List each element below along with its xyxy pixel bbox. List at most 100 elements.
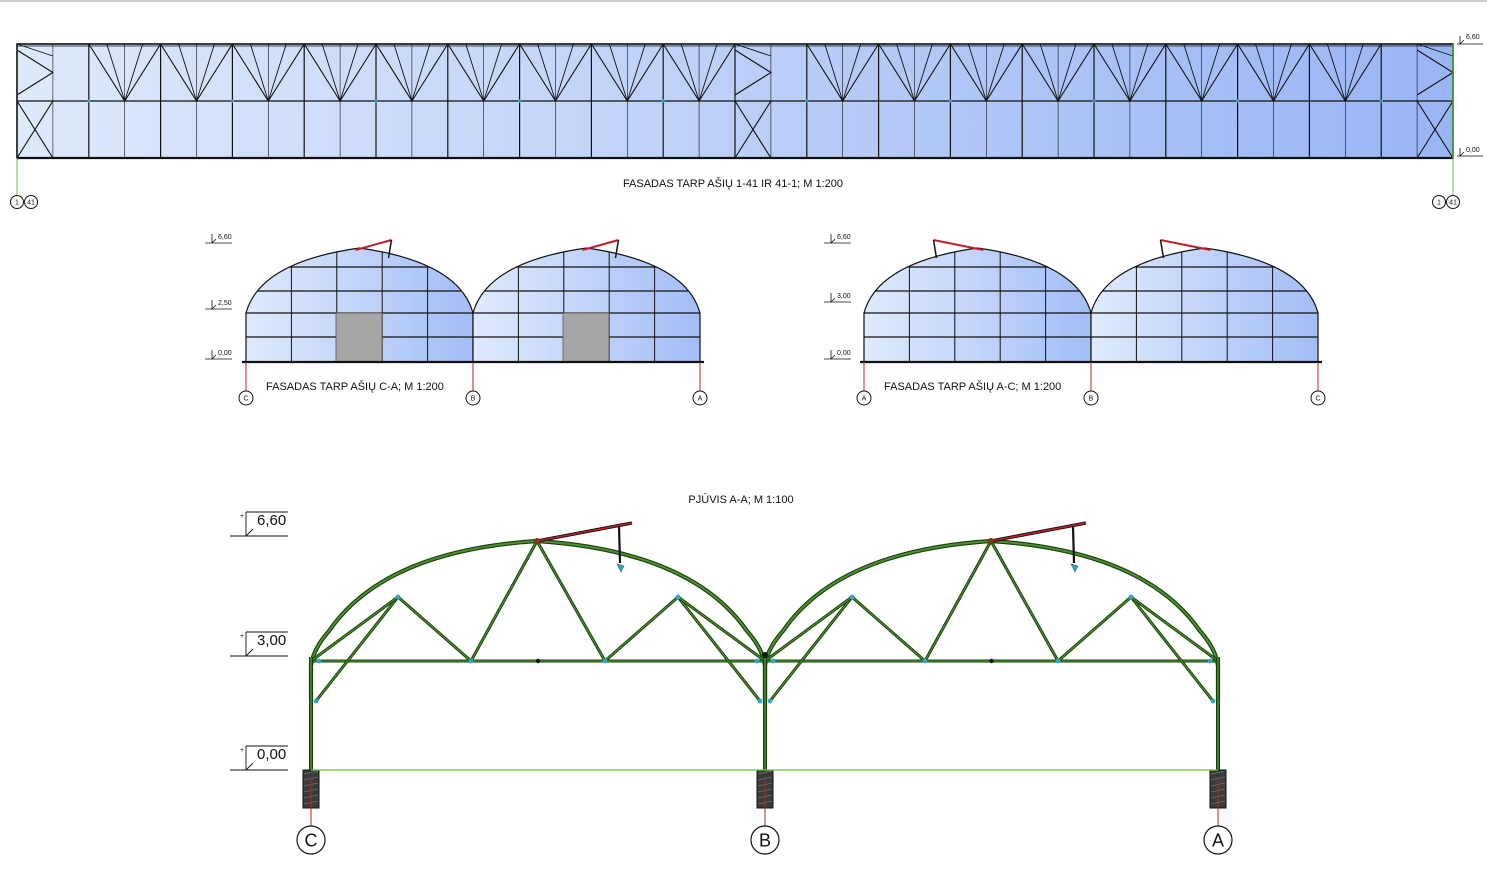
top-facade-truss [626, 43, 646, 102]
section-node [1128, 594, 1134, 600]
top-facade-truss [967, 43, 987, 102]
section-truss-web-inner [536, 540, 606, 662]
section-foundation-hatch [757, 776, 773, 781]
top-facade-truss [1183, 43, 1203, 102]
axis-marker-c [1310, 390, 1326, 406]
section-node [395, 594, 401, 600]
svg-text:3,00: 3,00 [257, 632, 286, 649]
end-facade-bay-glass [864, 248, 1091, 362]
section-vent-arm [617, 525, 622, 564]
svg-text:0,00: 0,00 [257, 746, 286, 763]
top-facade-truss [1201, 43, 1221, 102]
top-facade-node [1236, 99, 1240, 103]
roof-vent [355, 239, 392, 251]
section-level-marks: + 6,60 + 3,00 + 0,00 [230, 511, 288, 771]
top-facade-truss [896, 43, 915, 102]
section-vent-motor [1070, 563, 1079, 573]
top-facade-truss [555, 43, 574, 102]
svg-text:6,60: 6,60 [218, 234, 232, 241]
svg-text:2,50: 2,50 [218, 300, 232, 307]
section-node [1210, 698, 1216, 704]
svg-text:A: A [862, 396, 867, 403]
svg-text:41: 41 [1449, 200, 1457, 207]
section-node [757, 698, 763, 704]
top-facade-truss [1255, 43, 1274, 102]
axis-marker-b [465, 390, 481, 406]
section-truss-web-inner [990, 540, 1059, 662]
svg-text:6,60: 6,60 [1466, 34, 1480, 41]
top-facade-truss [411, 43, 431, 102]
top-facade-truss [178, 43, 197, 102]
section-truss-web-inner [677, 596, 766, 662]
section-foundation-hatch [757, 770, 773, 775]
svg-text:1: 1 [1437, 200, 1441, 207]
section-node [535, 658, 541, 664]
top-facade-node [374, 99, 378, 103]
section-foundation-hatch [1210, 776, 1226, 781]
top-facade-node [1379, 99, 1383, 103]
cross-section-a-a [302, 521, 1227, 826]
section-node [316, 658, 322, 664]
section-truss-web-inner [310, 596, 399, 662]
top-facade-truss [483, 43, 503, 102]
roof-vent [933, 239, 984, 251]
section-truss-web-inner [764, 596, 853, 662]
section-apex-joint [534, 538, 540, 544]
section-node [767, 698, 773, 704]
top-facade-truss [1129, 43, 1149, 102]
top-facade-node [87, 99, 91, 103]
section-truss-web-inner [1130, 596, 1214, 702]
right-facade-axes: A B C [856, 362, 1326, 406]
roof-vent-arm [1159, 239, 1165, 259]
top-facade-node [948, 99, 953, 103]
section-node [468, 658, 474, 664]
roof-vent-arm [387, 239, 393, 259]
top-facade-truss [106, 43, 126, 102]
top-facade-truss [608, 43, 628, 102]
right-facade-level-marks: 6,60 3,00 0,00 [824, 234, 851, 360]
svg-text:3,00: 3,00 [837, 293, 851, 300]
top-facade-level-marks: 6,60 0,00 [1457, 34, 1483, 157]
section-truss-web-inner [470, 540, 538, 662]
section-truss-web-inner [924, 540, 992, 662]
svg-text:B: B [1089, 396, 1094, 403]
section-node [770, 658, 776, 664]
roof-vent [582, 239, 619, 251]
axis-marker-1-right [1432, 195, 1446, 209]
section-node [675, 594, 681, 600]
axis-marker-a [856, 390, 872, 406]
section-node [602, 658, 608, 664]
svg-text:C: C [305, 831, 318, 851]
end-facade-door [562, 312, 610, 363]
section-truss-web-inner [604, 596, 679, 662]
section-node [313, 698, 319, 704]
section-node [1207, 658, 1213, 664]
section-title: PJŪVIS A-A; M 1:100 [688, 494, 793, 506]
section-truss-web-inner [1057, 596, 1132, 662]
top-facade-truss [339, 43, 359, 102]
section-foundation-hatch [303, 770, 319, 775]
top-facade-node [805, 99, 809, 103]
end-facade-bay-glass [246, 248, 473, 362]
left-end-facade [242, 239, 704, 364]
axis-marker-b [750, 825, 780, 855]
top-facade-truss [698, 43, 718, 102]
svg-text:A: A [698, 396, 703, 403]
svg-text:0,00: 0,00 [1466, 147, 1480, 154]
section-node [989, 658, 994, 664]
top-facade-title: FASADAS TARP AŠIŲ 1-41 IR 41-1; M 1:200 [623, 177, 843, 190]
axis-marker-41-left [24, 195, 38, 209]
top-facade-truss [824, 43, 844, 102]
top-facade-cross-brace [1416, 100, 1454, 159]
top-facade-end-brace [16, 49, 54, 96]
axis-marker-a [692, 390, 708, 406]
section-truss-web-inner [851, 596, 926, 662]
top-facade-end-brace [734, 43, 772, 57]
axis-marker-a [1203, 825, 1233, 855]
svg-text:0,00: 0,00 [837, 350, 851, 357]
svg-text:+: + [240, 633, 244, 640]
section-foundation-hatch [303, 776, 319, 781]
axis-marker-c [296, 825, 326, 855]
top-facade-truss [1111, 43, 1131, 102]
